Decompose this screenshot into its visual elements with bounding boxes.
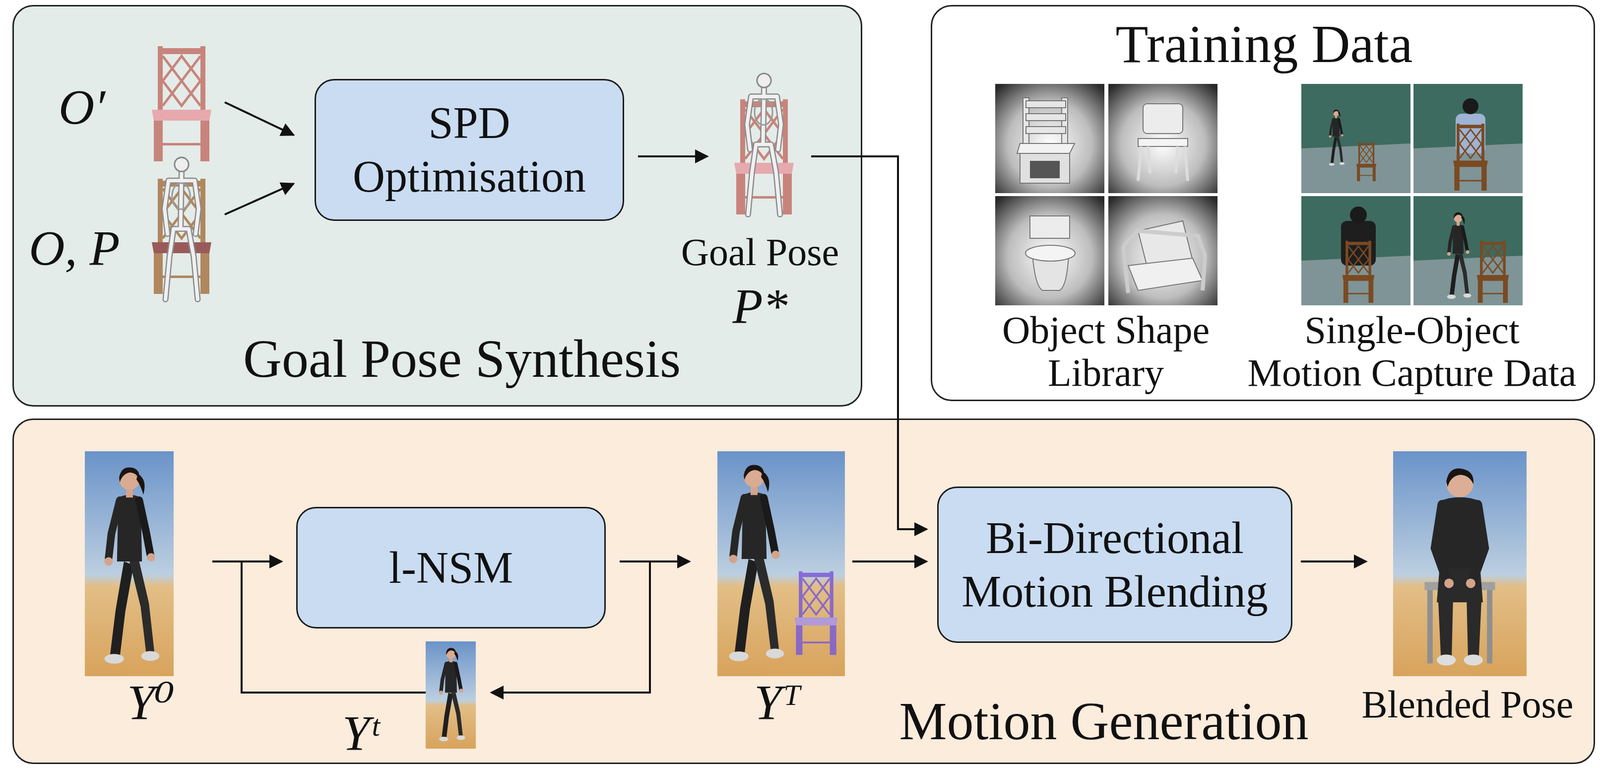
motion-frame-end-part [717, 450, 845, 676]
math-symbol: O, P [28, 223, 120, 273]
shape-library-tiles-part-part [1108, 83, 1218, 193]
shape-library-tiles-part-part [1025, 113, 1066, 121]
flow-arrows-part [212, 560, 282, 563]
panel-region: Goal Pose Synthesis SPD Optimisation [12, 4, 863, 407]
motion-capture-tiles-part-part [1349, 206, 1367, 224]
motion-capture-tiles-part-part [1342, 240, 1375, 303]
motion-capture-tiles-part-part [1447, 212, 1472, 299]
flow-arrows-part [852, 560, 927, 563]
motion-capture-tiles-part-part [1413, 83, 1523, 193]
figure-label: Blended Pose [1361, 682, 1574, 726]
blended-pose-frame [1393, 450, 1527, 676]
panel-title: Motion Generation [899, 690, 1309, 752]
math-symbol: Yᵀ [754, 677, 801, 727]
shape-library-tiles-part-part [1128, 257, 1203, 291]
shape-library-tiles-part-part [1025, 245, 1076, 261]
flow-arrows-part [638, 155, 708, 158]
motion-capture-tiles-part-part [1301, 143, 1411, 193]
panel-title: Goal Pose Synthesis [243, 327, 681, 390]
motion-capture-tiles-part-part [1476, 240, 1510, 303]
motion-capture-tiles-part-part [1356, 142, 1377, 182]
flow-arrows-part [619, 560, 690, 563]
math-symbol: Yᵗ [342, 707, 379, 758]
panel-title: Training Data [1115, 13, 1413, 75]
motion-capture-tiles-part [1301, 195, 1411, 306]
figure-label: Goal Pose [681, 230, 839, 274]
shape-library-tiles-part-part [995, 83, 1105, 193]
process-box: SPD Optimisation [314, 78, 625, 221]
motion-capture-tiles-part-part [1462, 98, 1479, 115]
motion-frame-end-part [729, 464, 785, 661]
box-label: Bi-Directional Motion Blending [953, 511, 1277, 619]
motion-capture-tiles-part-part [1413, 195, 1523, 306]
shape-library-tiles-part-part [1017, 143, 1075, 154]
shape-library-tiles-part-part [1108, 195, 1218, 306]
process-box: l-NSM [296, 506, 606, 629]
motion-frame-start-part [84, 450, 174, 676]
shape-library-tiles-part-part [1029, 215, 1070, 239]
shape-library-tiles-part-part [1123, 230, 1206, 293]
shape-library-tiles-part-part [1025, 126, 1066, 134]
motion-frame-start-part [104, 466, 160, 663]
shape-library-tiles-part-part [1020, 153, 1070, 184]
motion-capture-tiles-part-part [1453, 123, 1488, 191]
shape-library-tiles-part [995, 195, 1105, 306]
blended-pose-frame-part [1393, 450, 1527, 676]
shape-library-tiles-part-part [995, 195, 1105, 306]
motion-capture-tiles-part-part [1329, 109, 1345, 166]
shape-library-tiles-part-part [1138, 146, 1188, 181]
box-label: l-NSM [388, 540, 513, 595]
motion-capture-tiles-part [1413, 83, 1523, 193]
motion-capture-tiles-part [1413, 195, 1523, 306]
shape-library-tiles-part [1108, 195, 1218, 306]
figure-label: Object Shape Library [981, 308, 1230, 394]
motion-capture-tiles-part-part [1301, 83, 1411, 193]
shape-library-tiles-part [995, 83, 1105, 193]
shape-library-tiles-part-part [1025, 100, 1066, 108]
motion-frame-end [717, 450, 845, 676]
blended-pose-frame-part [1424, 468, 1495, 666]
motion-capture-tiles-part-part [1301, 195, 1411, 306]
shape-library-tiles-part-part [1138, 138, 1188, 147]
motion-frame-start [84, 450, 174, 676]
motion-frame-current-part [425, 640, 476, 749]
box-label: SPD Optimisation [335, 96, 603, 204]
motion-capture-tiles-part [1301, 83, 1411, 193]
math-symbol: Y⁰ [127, 677, 175, 727]
motion-frame-current-part [439, 647, 466, 741]
flow-arrows-part [1300, 560, 1367, 563]
shape-library-tiles-part [1108, 83, 1218, 193]
figure-label: Single-Object Motion Capture Data [1245, 308, 1579, 394]
shape-library-tiles-part-part [1029, 160, 1060, 179]
math-symbol: P* [732, 281, 788, 331]
motion-frame-end-part [794, 571, 838, 655]
motion-frame-current [425, 640, 476, 749]
math-symbol: O′ [58, 82, 106, 132]
shape-library-tiles-part-part [1143, 103, 1183, 134]
motion-capture-tiles-part-part [1455, 113, 1486, 154]
process-box: Bi-Directional Motion Blending [937, 486, 1293, 643]
